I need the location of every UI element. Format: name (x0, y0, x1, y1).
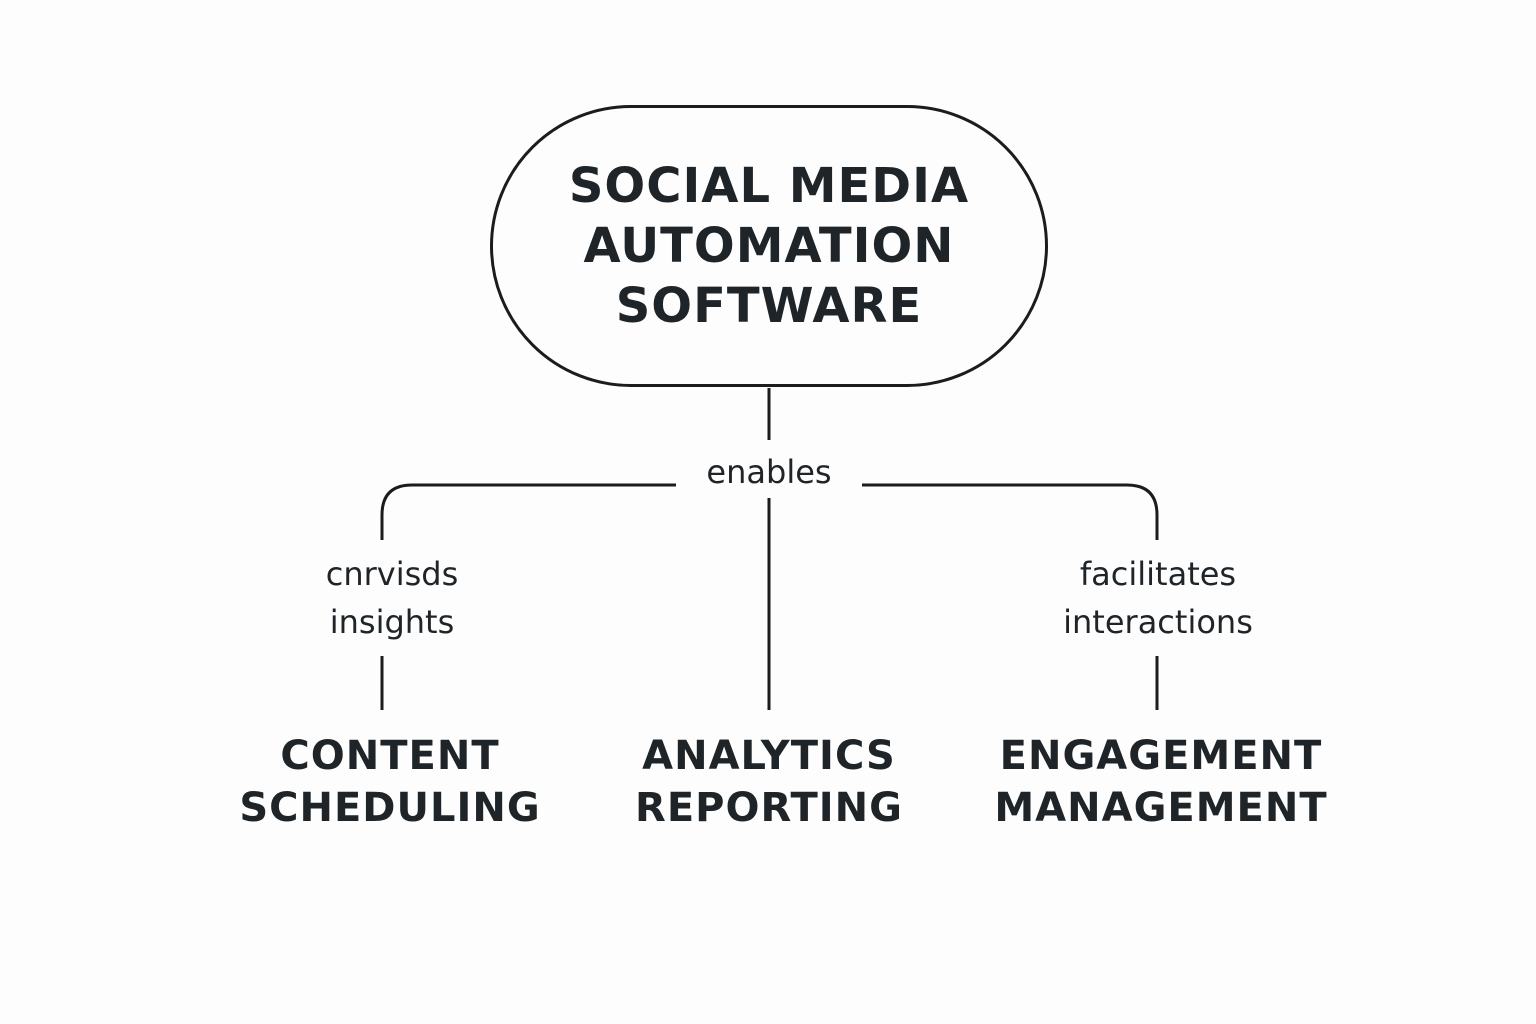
leaf-engagement-management-line-1: ENGAGEMENT (999, 733, 1323, 779)
root-node-social-media-automation: SOCIAL MEDIA AUTOMATION SOFTWARE (490, 105, 1048, 387)
edge-label-enables: enables (690, 448, 848, 496)
root-title-line-2: AUTOMATION (583, 218, 955, 274)
edge-label-left-line-2: insights (329, 603, 455, 641)
edge-label-right: facilitates interactions (1042, 550, 1274, 646)
leaf-content-scheduling-line-1: CONTENT (280, 733, 500, 779)
leaf-engagement-management: ENGAGEMENT MANAGEMENT (975, 730, 1347, 834)
root-title-line-3: SOFTWARE (615, 278, 923, 334)
right-branch-line (862, 483, 1159, 540)
root-title-line-1: SOCIAL MEDIA (568, 158, 970, 214)
left-branch-line (380, 483, 676, 540)
edge-label-left-line-1: cnrvisds (325, 555, 459, 593)
edge-label-right-line-1: facilitates (1079, 555, 1237, 593)
leaf-engagement-management-line-2: MANAGEMENT (994, 785, 1328, 831)
leaf-analytics-reporting-line-2: REPORTING (635, 785, 903, 831)
leaf-analytics-reporting-line-1: ANALYTICS (642, 733, 896, 779)
leaf-content-scheduling-line-2: SCHEDULING (239, 785, 541, 831)
leaf-analytics-reporting: ANALYTICS REPORTING (620, 730, 918, 834)
edge-label-right-line-2: interactions (1063, 603, 1253, 641)
leaf-content-scheduling: CONTENT SCHEDULING (225, 730, 555, 834)
edge-label-enables-text: enables (706, 453, 832, 491)
edge-label-left: cnrvisds insights (292, 550, 492, 646)
